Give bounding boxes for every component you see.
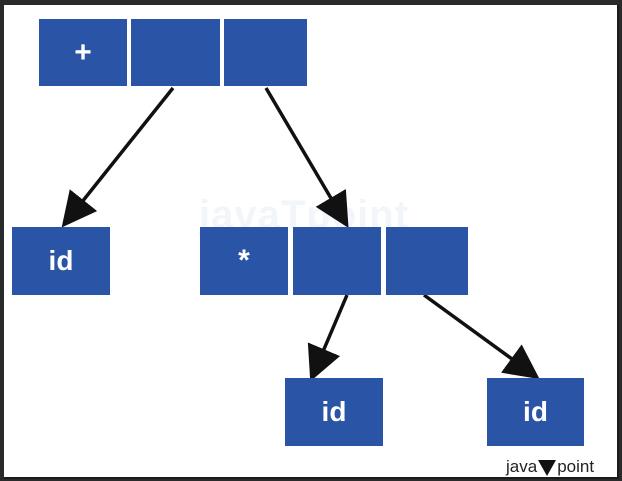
mul-operator-cell: * — [200, 227, 288, 295]
root-right-pointer-cell — [224, 19, 307, 86]
mul-left-pointer-cell — [293, 227, 381, 295]
edge-mul-to-right-id — [422, 293, 540, 380]
edge-root-to-mul — [264, 87, 349, 229]
left-id-node: id — [12, 227, 110, 295]
diagram-panel: javaTpoint + id * — [4, 5, 619, 479]
root-operator-label: + — [74, 35, 92, 69]
t-logo-icon — [538, 460, 557, 476]
edge-root-to-left-id — [61, 86, 175, 228]
javatpoint-logo: java point — [506, 457, 594, 477]
left-id-label: id — [48, 245, 74, 276]
mul-left-id-node: id — [285, 378, 383, 446]
mul-right-pointer-cell — [386, 227, 468, 295]
mul-operator-label: * — [238, 244, 250, 277]
brand-left-text: java — [506, 457, 538, 476]
edge-mul-to-left-id — [307, 294, 349, 382]
tree-edges — [61, 86, 540, 382]
root-operator-cell: + — [39, 19, 127, 86]
brand-right-text: point — [557, 457, 595, 476]
mul-right-id-label: id — [523, 396, 548, 427]
root-left-pointer-cell — [131, 19, 220, 86]
mul-left-id-label: id — [321, 396, 347, 427]
mul-right-id-node: id — [487, 378, 584, 446]
